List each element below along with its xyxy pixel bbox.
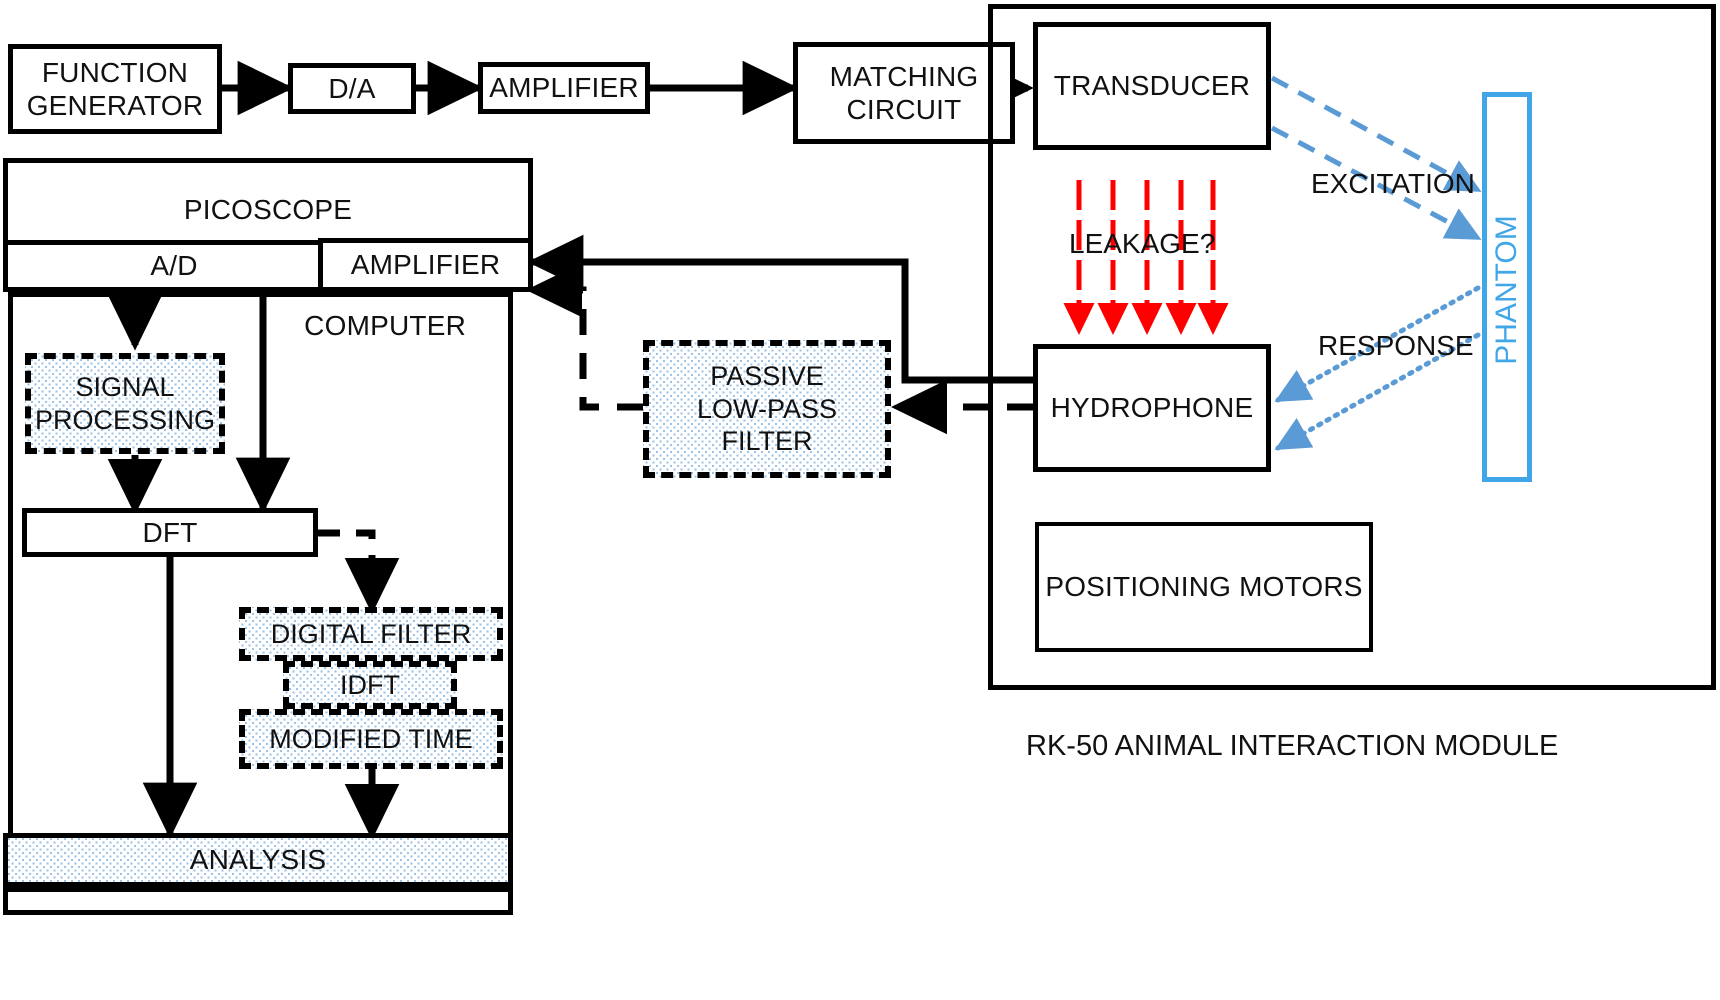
excitation-arrows — [1270, 75, 1482, 241]
block-digital-filter[interactable]: DIGITAL FILTER — [239, 607, 503, 661]
computer-title: COMPUTER — [304, 310, 466, 341]
block-label: DIGITAL FILTER — [270, 618, 472, 649]
block-label: HYDROPHONE — [1050, 392, 1254, 424]
label-response: RESPONSE — [1318, 330, 1474, 361]
hydrophone-to-picoscope-solid — [527, 234, 1033, 384]
filter-to-picoscope-dashed — [526, 262, 643, 411]
block-da[interactable]: D/A — [288, 63, 416, 114]
block-transducer[interactable]: TRANSDUCER — [1033, 22, 1271, 150]
block-idft[interactable]: IDFT — [283, 661, 457, 709]
block-analysis[interactable]: ANALYSIS — [3, 833, 513, 887]
picoscope-title: PICOSCOPE — [183, 194, 353, 225]
block-label: AMPLIFIER — [350, 249, 501, 281]
block-amplifier[interactable]: AMPLIFIER — [478, 62, 650, 114]
label-excitation: EXCITATION — [1311, 168, 1475, 199]
block-label: POSITIONING MOTORS — [1045, 571, 1363, 603]
block-phantom[interactable] — [1482, 92, 1532, 482]
block-picoscope-amplifier[interactable]: AMPLIFIER — [318, 238, 533, 292]
leakage-arrows — [1063, 180, 1229, 335]
block-function-generator[interactable]: FUNCTION GENERATOR — [8, 44, 222, 134]
block-dft[interactable]: DFT — [22, 508, 318, 557]
label-leakage: LEAKAGE? — [1069, 228, 1216, 259]
block-ad[interactable]: A/D — [3, 240, 345, 292]
block-hydrophone[interactable]: HYDROPHONE — [1033, 344, 1271, 472]
label-module-caption: RK-50 ANIMAL INTERACTION MODULE — [1026, 730, 1559, 762]
dft-to-digital-filter — [318, 529, 400, 614]
response-arrows — [1274, 285, 1481, 451]
block-label: FUNCTION GENERATOR — [26, 56, 204, 121]
block-label: DFT — [142, 516, 198, 548]
block-label: D/A — [328, 72, 376, 104]
block-modified-time[interactable]: MODIFIED TIME — [239, 709, 503, 769]
block-positioning-motors[interactable]: POSITIONING MOTORS — [1035, 522, 1373, 652]
block-signal-processing[interactable]: SIGNAL PROCESSING — [25, 353, 225, 454]
block-label: IDFT — [340, 669, 400, 700]
block-label: MATCHING CIRCUIT — [829, 60, 979, 125]
computer-base-strip — [3, 887, 513, 915]
module-rk50-enclosure — [988, 4, 1716, 690]
block-label: TRANSDUCER — [1053, 70, 1251, 102]
block-passive-low-pass-filter[interactable]: PASSIVE LOW-PASS FILTER — [643, 340, 891, 478]
block-label: SIGNAL PROCESSING — [34, 372, 216, 435]
phantom-label: PHANTOM — [1490, 215, 1523, 365]
block-label: PASSIVE LOW-PASS FILTER — [696, 361, 838, 457]
block-label: ANALYSIS — [189, 844, 327, 876]
block-label: AMPLIFIER — [489, 72, 639, 104]
block-matching-circuit[interactable]: MATCHING CIRCUIT — [793, 42, 1015, 144]
block-label: A/D — [150, 250, 198, 282]
block-label: MODIFIED TIME — [269, 723, 473, 754]
